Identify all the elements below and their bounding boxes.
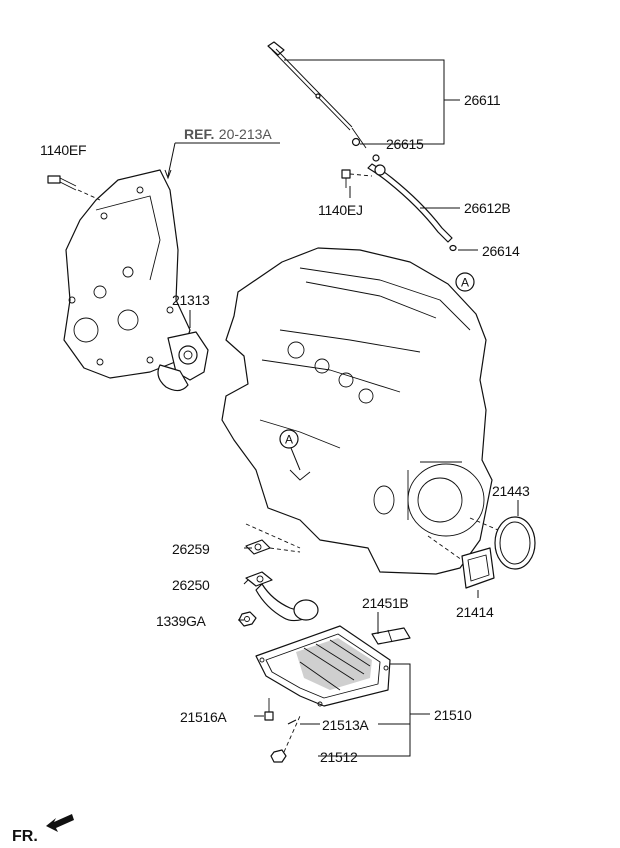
cover-21414 (427, 535, 495, 589)
callout-a-top: A (455, 272, 475, 292)
oil-seal-21443 (469, 516, 536, 570)
timing-chain-cover (63, 169, 191, 379)
label-1140EF: 1140EF (40, 142, 86, 158)
drain-plug-21512 (270, 715, 301, 763)
label-26612B: 26612B (464, 200, 510, 216)
label-1140EJ: 1140EJ (318, 202, 363, 218)
oil-pump-21313 (157, 331, 209, 392)
label-21443: 21443 (492, 483, 530, 499)
oil-level-gauge (267, 41, 367, 149)
label-26614: 26614 (482, 243, 520, 259)
label-21313: 21313 (172, 292, 210, 308)
reference-prefix: REF. (184, 126, 214, 142)
bolt-1140EF (47, 175, 101, 201)
ref-leader (167, 142, 280, 177)
bolt-1140EJ (341, 169, 373, 188)
nut-1339GA (238, 611, 257, 627)
reference-code: 20-213A (219, 126, 273, 142)
label-21512: 21512 (320, 749, 358, 765)
label-26615: 26615 (386, 136, 424, 152)
dipstick-guide-tube (367, 154, 453, 243)
label-26259: 26259 (172, 541, 210, 557)
label-21510: 21510 (434, 707, 472, 723)
o-ring-26615 (351, 137, 361, 147)
reference-label: REF. 20-213A (184, 126, 272, 143)
label-21516A: 21516A (180, 709, 227, 725)
callout-a-top-text: A (461, 276, 469, 290)
label-21513A: 21513A (322, 717, 369, 733)
oil-pan-21510 (255, 625, 391, 707)
callout-a-block: A (279, 429, 301, 471)
gasket-21513A (287, 719, 297, 725)
gasket-26259 (245, 523, 301, 555)
direction-label: FR. (12, 828, 38, 845)
o-ring-26614 (449, 244, 457, 252)
label-26250: 26250 (172, 577, 210, 593)
label-1339GA: 1339GA (156, 613, 207, 629)
callout-a-block-text: A (285, 433, 293, 447)
baffle-21451B (371, 627, 411, 645)
direction-arrow-icon (46, 814, 74, 832)
oil-strainer-26250 (245, 571, 319, 622)
label-21451B: 21451B (362, 595, 408, 611)
label-21414: 21414 (456, 604, 494, 620)
bolt-21516A (264, 698, 274, 721)
ref-arrow (164, 169, 172, 180)
leader-lines (189, 59, 519, 757)
label-26611: 26611 (464, 92, 501, 108)
engine-block (221, 247, 493, 575)
